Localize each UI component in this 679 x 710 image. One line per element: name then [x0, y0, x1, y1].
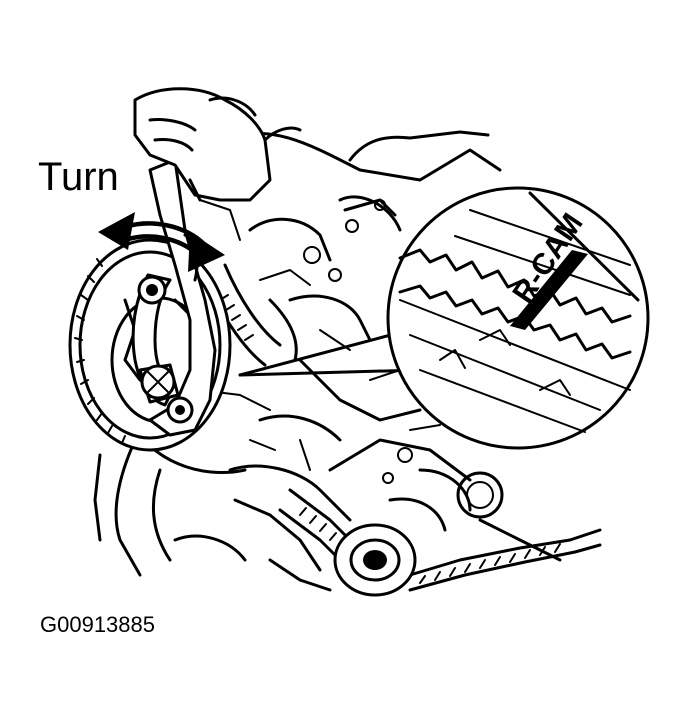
- idler-pulley: [333, 471, 504, 597]
- hand: [133, 87, 302, 202]
- callout-leader: [238, 330, 422, 377]
- figure-id: G00913885: [40, 612, 155, 637]
- turn-arrow: [98, 212, 225, 272]
- turn-label: Turn: [38, 155, 119, 199]
- lower-belt-right: [408, 528, 602, 592]
- detail-circle: [386, 186, 650, 450]
- pulley-holding-tool: [131, 158, 217, 437]
- timing-mark: [510, 250, 588, 330]
